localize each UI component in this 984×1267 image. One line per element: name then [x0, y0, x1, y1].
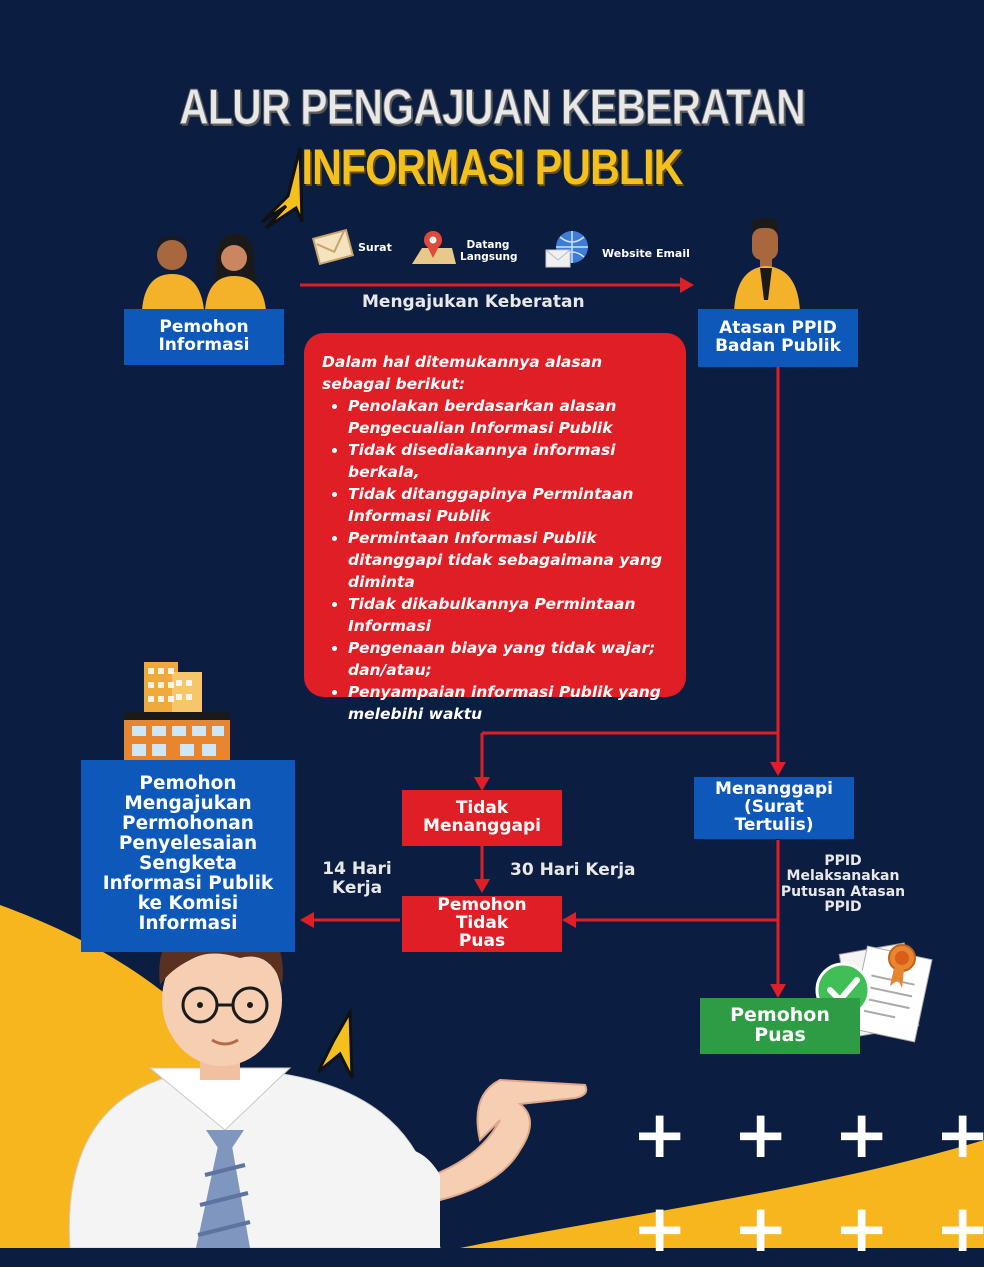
edge-14-hari-label: 14 Hari Kerja [322, 859, 392, 898]
yellow-wave-right [460, 1140, 984, 1248]
edge-ppid-putusan-label: PPID Melaksanakan Putusan Atasan PPID [780, 853, 906, 916]
envelope-icon [311, 228, 355, 266]
pointing-man-illustration [68, 918, 588, 1248]
edge-30-hari-label: 30 Hari Kerja [510, 860, 636, 880]
reason-item: Pengenaan biaya yang tidak wajar; dan/at… [348, 637, 674, 681]
edge-mengajukan-label: Mengajukan Keberatan [362, 292, 585, 312]
node-atasan-ppid: Atasan PPID Badan Publik [698, 309, 858, 367]
reason-item: Tidak ditanggapinya Permintaan Informasi… [348, 483, 674, 527]
plus-icon: + [834, 1096, 890, 1173]
reason-item: Tidak disediakannya informasi berkala, [348, 439, 674, 483]
reason-item: Penolakan berdasarkan alasan Pengecualia… [348, 395, 674, 439]
node-pemohon-puas: Pemohon Puas [700, 998, 860, 1054]
title-line-2: INFORMASI PUBLIK [301, 139, 684, 195]
plus-icon: + [632, 1096, 688, 1173]
reasons-box: Dalam hal ditemukannya alasan sebagai be… [304, 333, 686, 723]
reason-item: Tidak dikabulkannya Permintaan Informasi [348, 593, 674, 637]
applicants-illustration [142, 233, 266, 310]
website-email-icon [545, 231, 588, 268]
plus-icon: + [834, 1190, 890, 1267]
supervisor-illustration [734, 218, 800, 312]
plus-icon: + [935, 1096, 984, 1173]
reason-item: Permintaan Informasi Publik ditanggapi t… [348, 527, 674, 593]
plus-icon: + [733, 1096, 789, 1173]
map-pin-icon [412, 231, 456, 264]
sparkle-icon [316, 1006, 354, 1079]
reason-item: Penyampaian informasi Publik yang melebi… [348, 681, 674, 725]
flow-arrows [300, 283, 780, 990]
arrow-heads [300, 277, 786, 998]
node-pemohon-informasi: Pemohon Informasi [124, 309, 284, 365]
channel-website-label: Website Email [602, 247, 690, 260]
reasons-list: Penolakan berdasarkan alasan Pengecualia… [322, 395, 674, 725]
plus-icon: + [935, 1190, 984, 1267]
reasons-intro: Dalam hal ditemukannya alasan sebagai be… [322, 353, 603, 393]
node-menanggapi: Menanggapi (Surat Tertulis) [694, 777, 854, 839]
sparkle-icon [260, 147, 304, 230]
channel-surat-label: Surat [358, 241, 392, 254]
building-illustration [124, 662, 230, 760]
plus-icon: + [632, 1190, 688, 1267]
node-komisi-informasi: Pemohon Mengajukan Permohonan Penyelesai… [81, 760, 295, 952]
channel-datang-label: Datang Langsung [460, 239, 518, 263]
node-pemohon-tidak-puas: Pemohon Tidak Puas [402, 896, 562, 952]
plus-icon: + [733, 1190, 789, 1267]
title-line-1: ALUR PENGAJUAN KEBERATAN [179, 79, 806, 136]
node-tidak-menanggapi: Tidak Menanggapi [402, 790, 562, 846]
